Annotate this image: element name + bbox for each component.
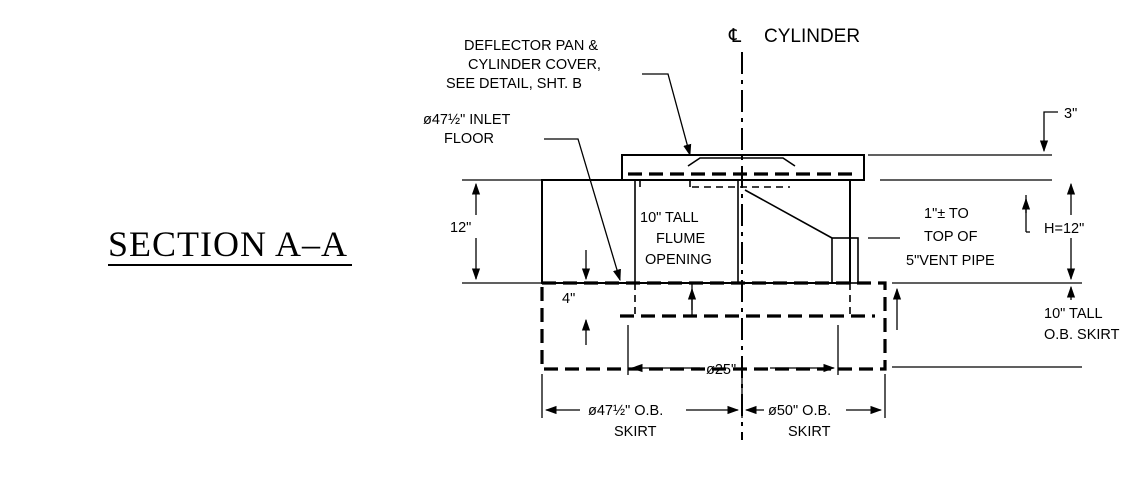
dim-3-label: 3": [1064, 106, 1077, 122]
deflector-pan: [687, 157, 796, 167]
skirt-50-label-1: ø50" O.B.: [768, 403, 831, 419]
vent-label-3: 5"VENT PIPE: [906, 253, 995, 269]
skirt-right-label-2: O.B. SKIRT: [1044, 327, 1120, 343]
inlet-leader: [544, 138, 621, 282]
skirt-50-label-2: SKIRT: [788, 424, 831, 440]
deflector-label-2: CYLINDER COVER,: [468, 57, 601, 73]
section-title: SECTION A–A: [108, 224, 348, 264]
dim-h12-label: H=12": [1044, 221, 1084, 237]
flume-label-1: 10" TALL: [640, 210, 699, 226]
dim-25-label: ø25": [706, 362, 736, 378]
centerline-label: CYLINDER: [764, 26, 860, 47]
dim-12-left-label: 12": [450, 220, 471, 236]
flume-label-3: OPENING: [645, 252, 712, 268]
deflector-label-1: DEFLECTOR PAN &: [464, 38, 598, 54]
inlet-label-1: ø47½" INLET: [423, 112, 510, 128]
deflector-leader: [642, 73, 692, 157]
vent-pipe: [831, 237, 859, 284]
vent-label-1: 1"± TO: [924, 206, 969, 222]
centerline-symbol: ℄: [728, 26, 742, 47]
skirt-left-label-2: SKIRT: [614, 424, 657, 440]
vent-slope: [744, 189, 833, 239]
flume-label-2: FLUME: [656, 231, 705, 247]
ob-skirt: [540, 281, 887, 371]
inlet-label-2: FLOOR: [444, 131, 494, 147]
vent-label-2: TOP OF: [924, 229, 978, 245]
dim3-arrow: [1039, 111, 1058, 153]
deflector-label-3: SEE DETAIL, SHT. B: [446, 76, 582, 92]
skirt-left-label-1: ø47½" O.B.: [588, 403, 663, 419]
dim-4-label: 4": [562, 291, 575, 307]
skirt-right-label-1: 10" TALL: [1044, 306, 1103, 322]
